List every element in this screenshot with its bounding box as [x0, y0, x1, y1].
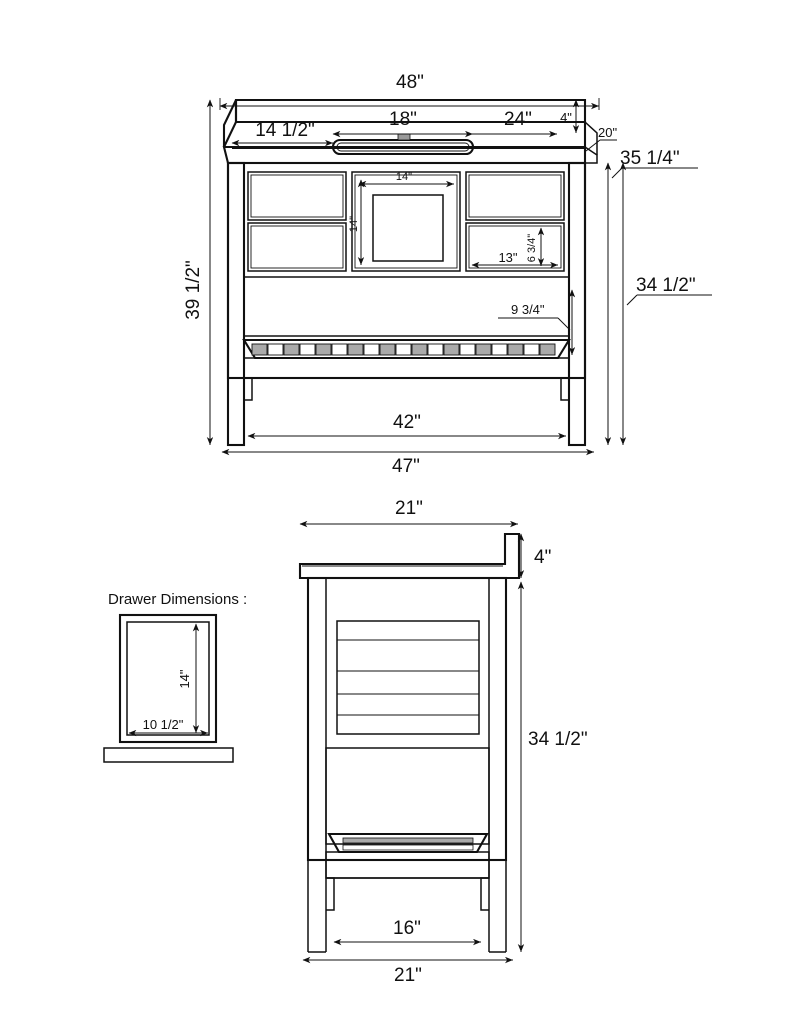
dim-label-39-half: 39 1/2" [183, 260, 204, 320]
dim-label-13: 13" [498, 250, 517, 265]
drawer-detail-title: Drawer Dimensions : [108, 591, 247, 608]
slat-strips [251, 343, 556, 356]
front-legs [228, 377, 585, 446]
side-view: 21" 4" 34 1/2" 16" 21" [298, 498, 588, 986]
dim-48: 48" [219, 72, 600, 110]
dim-label-14-h: 14" [348, 216, 360, 232]
dim-label-18: 18" [389, 109, 417, 130]
dim-label-21-top: 21" [395, 498, 423, 519]
dim-14-width: 14" [358, 171, 454, 188]
dim-label-9-34: 9 3/4" [511, 302, 545, 317]
dim-label-14-half: 14 1/2" [255, 120, 315, 141]
dim-label-4-side: 4" [534, 547, 551, 568]
dim-label-47: 47" [392, 456, 420, 477]
front-center-door [351, 171, 461, 272]
drawer-base-plinth [103, 747, 234, 763]
dim-4-side: 4" [517, 533, 551, 578]
front-left-drawers [247, 171, 347, 272]
dim-drawer-14: 14" [177, 623, 200, 733]
dim-4-backsplash: 4" [560, 99, 580, 133]
dim-47: 47" [221, 448, 594, 477]
dim-label-6-34: 6 3/4" [526, 234, 538, 262]
dim-42: 42" [247, 412, 566, 440]
dim-9-three-quarter: 9 3/4" [498, 289, 576, 355]
center-door-panel [372, 194, 444, 262]
dim-label-34-half-front: 34 1/2" [636, 275, 696, 296]
dim-label-35-quarter: 35 1/4" [620, 148, 680, 169]
dim-34-half-front: 34 1/2" [619, 162, 712, 445]
dim-21-top: 21" [299, 498, 518, 528]
dim-6-three-quarter: 6 3/4" [526, 227, 545, 266]
dim-35-quarter: 35 1/4" [604, 148, 698, 445]
front-open-shelf [242, 276, 571, 379]
dim-18: 18" [332, 109, 473, 138]
drawer-detail-view: Drawer Dimensions : 14" 10 1/2" [103, 591, 247, 763]
side-legs [326, 877, 489, 911]
faucet-mark [397, 133, 411, 141]
dim-21-bottom: 21" [302, 956, 513, 986]
dim-drawer-10-half: 10 1/2" [128, 717, 208, 737]
dim-20: 20" [585, 125, 617, 152]
dim-label-34-half-side: 34 1/2" [528, 729, 588, 750]
dim-label-21-bottom: 21" [394, 965, 422, 986]
dim-label-24: 24" [504, 109, 532, 130]
dim-label-48: 48" [396, 72, 424, 93]
dim-34-half-side: 34 1/2" [517, 581, 588, 952]
dim-label-drawer-10-half: 10 1/2" [143, 717, 184, 732]
dim-14-half: 14 1/2" [231, 120, 333, 147]
dim-14-height: 14" [348, 179, 365, 265]
drawer-outer-box [118, 613, 218, 744]
dim-16: 16" [333, 918, 481, 946]
side-slat-panel [336, 620, 480, 735]
dim-label-4-top: 4" [560, 110, 572, 125]
dim-label-14-w: 14" [396, 171, 412, 183]
dim-label-16: 16" [393, 918, 421, 939]
front-view: 48" 18" 24" 4" 14 1/2" 20" [183, 72, 712, 477]
dim-24: 24" [473, 109, 557, 138]
dim-39-half: 39 1/2" [183, 99, 214, 445]
dim-label-drawer-14: 14" [177, 669, 192, 688]
dim-label-20: 20" [598, 125, 617, 140]
dim-label-42: 42" [393, 412, 421, 433]
